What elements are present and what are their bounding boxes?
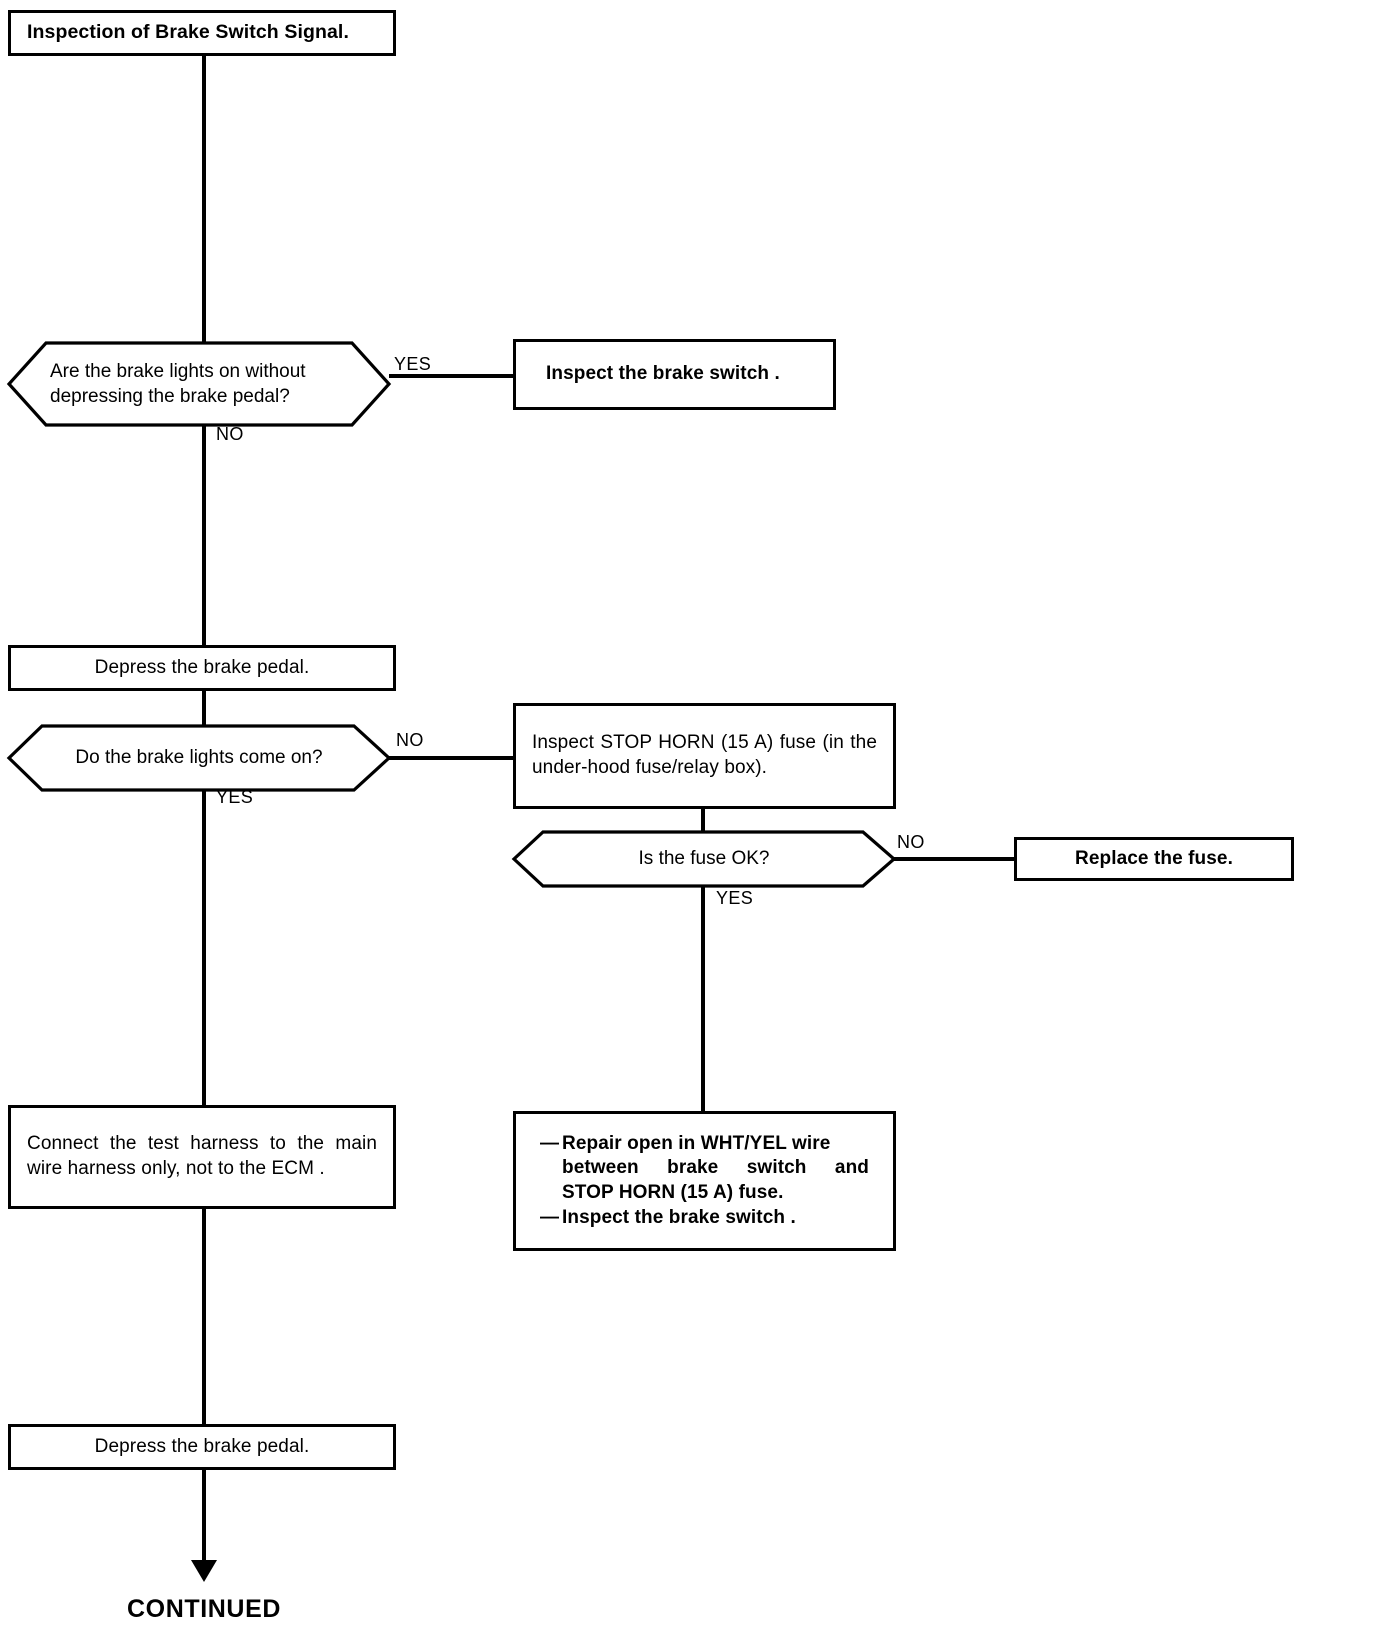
connector-fuse-to-decision3 (701, 809, 705, 831)
repair-open-item-1-line-1: Repair open in WHT/YEL wire (562, 1132, 831, 1154)
connector-decision2-no (389, 756, 515, 760)
connector-decision1-yes (389, 374, 515, 378)
node-decision-brake-lights-on-label: Are the brake lights on without depressi… (50, 360, 306, 407)
node-inspect-fuse-label: Inspect STOP HORN (15 A) fuse (in the un… (532, 732, 877, 778)
node-depress-pedal-2: Depress the brake pedal. (8, 1424, 396, 1470)
node-inspect-brake-switch-label: Inspect the brake switch . (546, 363, 780, 385)
connector-decision2-yes (202, 791, 206, 1107)
branch-label-brake-lights-on-no: NO (216, 424, 244, 444)
node-title-box-label: Inspection of Brake Switch Signal. (27, 21, 349, 44)
node-inspect-fuse: Inspect STOP HORN (15 A) fuse (in the un… (513, 703, 896, 809)
list-dash-icon: — (540, 1132, 560, 1154)
node-connect-harness-label: Connect the test harness to the main wir… (27, 1133, 377, 1179)
repair-open-item-1: —Repair open in WHT/YEL wire (540, 1132, 869, 1157)
repair-open-item-2: —Inspect the brake switch . (540, 1206, 869, 1231)
node-replace-fuse: Replace the fuse. (1014, 837, 1294, 881)
branch-label-fuse-ok-yes: YES (716, 888, 754, 908)
node-title-box: Inspection of Brake Switch Signal. (8, 10, 396, 56)
repair-open-item-2-label: Inspect the brake switch . (562, 1206, 796, 1228)
node-repair-open-content: —Repair open in WHT/YEL wire between bra… (516, 1132, 893, 1231)
node-decision-lights-come-on-label: Do the brake lights come on? (75, 747, 323, 769)
connector-decision3-no (893, 857, 1016, 861)
repair-open-item-1-line-2-wrap: between brake switch and (540, 1156, 869, 1181)
node-connect-harness: Connect the test harness to the main wir… (8, 1105, 396, 1209)
repair-open-item-1-line-2: between brake switch and (562, 1157, 869, 1179)
node-inspect-brake-switch: Inspect the brake switch . (513, 339, 836, 410)
repair-open-item-1-line-3: STOP HORN (15 A) fuse. (562, 1182, 784, 1203)
node-decision-fuse-ok: Is the fuse OK? (511, 829, 897, 889)
node-depress-pedal-2-label: Depress the brake pedal. (94, 1435, 310, 1457)
repair-open-item-1-line-3-wrap: STOP HORN (15 A) fuse. (540, 1181, 869, 1206)
label-continued: CONTINUED (127, 1595, 282, 1623)
node-decision-fuse-ok-label: Is the fuse OK? (638, 848, 770, 870)
node-decision-brake-lights-on: Are the brake lights on without depressi… (6, 340, 392, 428)
list-dash-icon-2: — (540, 1206, 560, 1228)
connector-decision3-yes (701, 887, 705, 1112)
node-depress-pedal-1-label: Depress the brake pedal. (94, 656, 310, 678)
node-decision-lights-come-on: Do the brake lights come on? (6, 723, 392, 793)
connector-harness-to-depress2 (202, 1209, 206, 1424)
connector-decision1-no (202, 426, 206, 648)
branch-label-lights-come-on-yes: YES (216, 787, 254, 807)
branch-label-brake-lights-on-yes: YES (394, 354, 432, 374)
arrowhead-icon (191, 1560, 217, 1582)
node-replace-fuse-label: Replace the fuse. (1075, 847, 1233, 869)
branch-label-fuse-ok-no: NO (897, 832, 925, 852)
connector-depress2-to-continued (202, 1470, 206, 1566)
branch-label-lights-come-on-no: NO (396, 730, 424, 750)
connector-depress1-to-decision2 (202, 691, 206, 725)
connector-title-to-decision1 (202, 56, 206, 342)
node-repair-open: —Repair open in WHT/YEL wire between bra… (513, 1111, 896, 1251)
node-depress-pedal-1: Depress the brake pedal. (8, 645, 396, 691)
